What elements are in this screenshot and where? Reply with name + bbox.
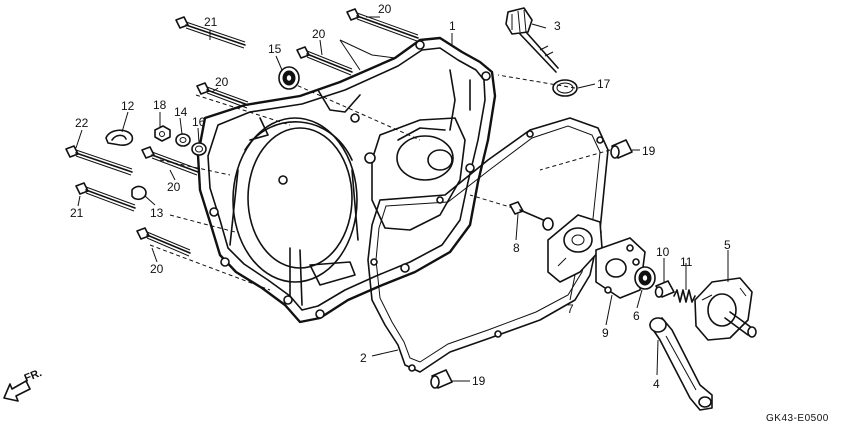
callout-22: 22 [75, 116, 89, 130]
callout-6: 6 [633, 309, 640, 323]
callout-20-mid: 20 [312, 27, 326, 41]
callout-14: 14 [174, 105, 188, 119]
callout-21-lower: 21 [70, 206, 84, 220]
callout-20-bottom: 20 [150, 262, 164, 276]
callout-21-top: 21 [204, 15, 218, 29]
kick-lever-4 [649, 317, 713, 411]
oil-seal-6 [634, 266, 656, 290]
callout-4: 4 [653, 377, 660, 391]
bolt-20-mid [296, 46, 353, 76]
bolt-20-left [196, 82, 249, 109]
callout-20-lower: 20 [167, 180, 181, 194]
callout-labels: 21 20 1 3 15 20 20 17 12 18 14 16 22 19 … [70, 2, 731, 391]
bolt-20-bottom [136, 227, 191, 257]
dowel-pin-19-bottom [430, 369, 453, 389]
cam-plate-9 [595, 237, 646, 299]
callout-17: 17 [597, 77, 611, 91]
bolt-20-lower [141, 146, 199, 176]
callout-13: 13 [150, 206, 164, 220]
nut-18 [154, 125, 171, 142]
callout-19-top: 19 [642, 144, 656, 158]
callout-1: 1 [449, 19, 456, 33]
callout-15: 15 [268, 42, 282, 56]
front-arrow-icon [3, 380, 31, 402]
kick-starter-spindle-5 [694, 277, 757, 341]
cover-gasket [367, 117, 609, 373]
pin-10 [654, 280, 675, 298]
washer-14 [175, 133, 191, 147]
spring-11 [673, 289, 696, 303]
bolt-21-top [175, 16, 246, 49]
front-direction-indicator: FR. [3, 367, 44, 402]
crankcase-cover [196, 36, 497, 324]
clip-13 [131, 185, 147, 201]
dowel-pin-19-top [610, 139, 633, 159]
callout-2: 2 [360, 351, 367, 365]
callout-19-bottom: 19 [472, 374, 486, 388]
callout-16: 16 [192, 115, 206, 129]
callout-5: 5 [724, 238, 731, 252]
bolt-22 [65, 145, 133, 176]
callout-20-top: 20 [378, 2, 392, 16]
diagram-code: GK43-E0500 [766, 413, 829, 424]
leader-lines [75, 16, 729, 382]
front-label: FR. [23, 367, 44, 385]
callout-10: 10 [656, 245, 670, 259]
callout-20-left: 20 [215, 75, 229, 89]
callout-18: 18 [153, 98, 167, 112]
oil-filler-cap-3 [505, 7, 559, 73]
bolt-20-top [346, 8, 419, 42]
callout-8: 8 [513, 241, 520, 255]
callout-3: 3 [554, 19, 561, 33]
callout-11: 11 [680, 255, 693, 269]
washer-16 [191, 142, 207, 156]
callout-9: 9 [602, 326, 609, 340]
o-ring-17 [552, 79, 578, 97]
clamp-12 [105, 129, 134, 146]
arm-plate-7 [547, 214, 603, 283]
callout-7: 7 [567, 302, 574, 316]
oil-seal-15 [278, 66, 300, 90]
bolt-21-lower [75, 182, 136, 212]
callout-12: 12 [121, 99, 135, 113]
pivot-bolt-8 [509, 201, 554, 231]
